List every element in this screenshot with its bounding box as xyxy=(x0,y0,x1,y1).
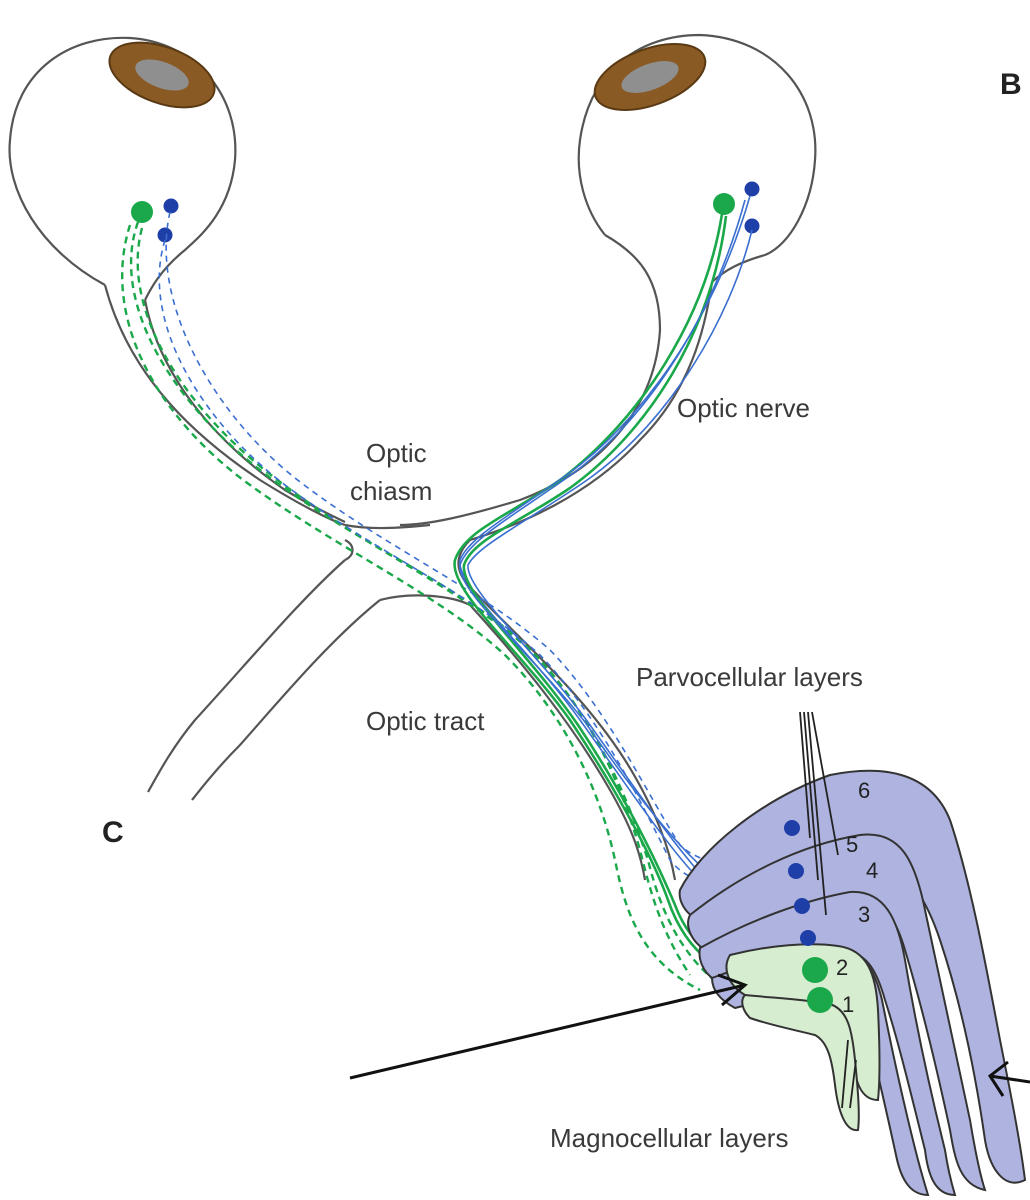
panel-letter-b: B xyxy=(1000,68,1022,101)
layer-number-3: 3 xyxy=(858,902,870,927)
layer-number-4: 4 xyxy=(866,858,878,883)
label-optic-chiasm-line2: chiasm xyxy=(350,476,432,506)
left-eye xyxy=(8,36,237,301)
layer-number-5: 5 xyxy=(846,832,858,857)
left-pupil xyxy=(135,59,189,91)
label-optic-tract: Optic tract xyxy=(366,706,485,736)
parvocellular-leaders xyxy=(799,711,839,916)
label-magnocellular-layers: Magnocellular layers xyxy=(550,1123,788,1153)
left-green-ganglion-cell xyxy=(131,201,153,223)
right-blue-ganglion-cell-1 xyxy=(744,181,760,197)
label-optic-nerve: Optic nerve xyxy=(677,393,810,423)
right-green-ganglion-cell xyxy=(713,193,735,215)
lgn-blue-cell-layer4 xyxy=(794,898,810,914)
label-parvocellular-layers: Parvocellular layers xyxy=(636,662,863,692)
lateral-geniculate-nucleus: 6 5 4 3 2 1 xyxy=(678,769,1027,1197)
arrows xyxy=(349,973,1030,1097)
right-pupil xyxy=(621,61,679,93)
lgn-blue-cell-layer6 xyxy=(784,820,800,836)
label-optic-chiasm-line1: Optic xyxy=(366,438,427,468)
arrow-to-magno-layers xyxy=(349,983,746,1080)
optic-pathway-outline xyxy=(103,234,714,881)
right-eye xyxy=(577,33,817,283)
layer-number-6: 6 xyxy=(858,778,870,803)
left-blue-ganglion-cell-2 xyxy=(157,227,173,243)
layer-number-2: 2 xyxy=(836,955,848,980)
lgn-blue-cell-layer3 xyxy=(800,930,816,946)
arrow-from-right-edge xyxy=(989,1074,1030,1084)
panel-letter-c: C xyxy=(102,816,124,849)
lgn-green-cell-layer1 xyxy=(807,987,833,1013)
lgn-green-cell-layer2 xyxy=(802,957,828,983)
lgn-blue-cell-layer5 xyxy=(788,863,804,879)
layer-number-1: 1 xyxy=(842,992,854,1017)
left-blue-ganglion-cell-1 xyxy=(163,198,179,214)
right-blue-ganglion-cell-2 xyxy=(744,218,760,234)
magnocellular-leaders xyxy=(841,1039,857,1109)
